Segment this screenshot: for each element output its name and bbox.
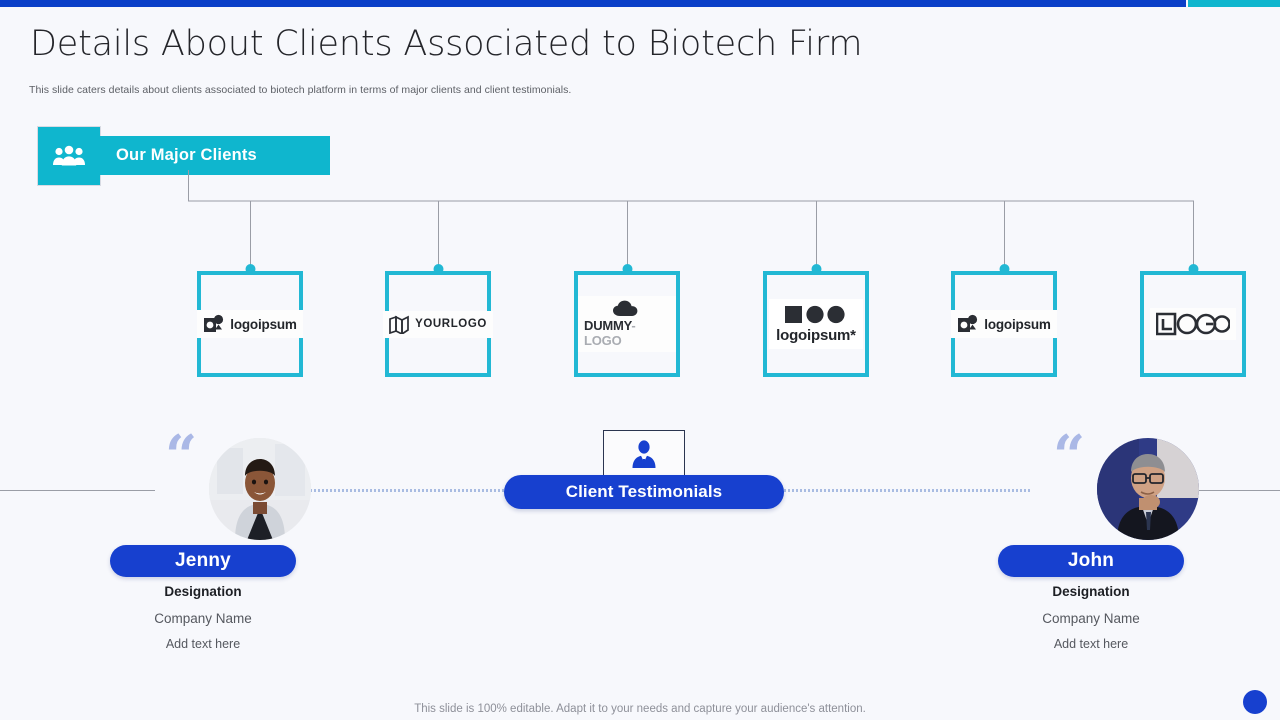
group-people-icon — [53, 145, 85, 166]
square-two-circles-icon — [784, 305, 845, 324]
designation-label: Designation — [1052, 584, 1130, 599]
client-logo-box-2[interactable]: YOURLOGO — [383, 271, 493, 377]
camera-frame-icon — [958, 314, 978, 332]
page-title: Details About Clients Associated to Biot… — [30, 24, 863, 64]
client-logo-6 — [1150, 308, 1236, 340]
client-logo-box-3[interactable]: DUMMY-LOGO — [574, 271, 680, 377]
client-logo-box-5[interactable]: logoipsum — [951, 271, 1057, 377]
company-label: Company Name — [154, 611, 252, 626]
client-logo-5: logoipsum — [951, 310, 1057, 338]
add-text-label: Add text here — [1053, 637, 1129, 651]
corner-accent-dot — [1243, 690, 1267, 714]
client-testimonials-badge[interactable]: Client Testimonials — [504, 475, 784, 509]
client-logo-label-4: logoipsum* — [776, 327, 856, 344]
client-logo-box-6[interactable] — [1140, 271, 1246, 377]
add-text-label: Add text here — [165, 637, 241, 651]
company-label: Company Name — [1042, 611, 1140, 626]
person-suit-icon — [632, 439, 656, 468]
client-logo-label-1: logoipsum — [230, 316, 297, 332]
client-logo-label-2: YOURLOGO — [415, 318, 487, 330]
client-logo-2: YOURLOGO — [383, 310, 493, 338]
quote-mark-icon: “ — [165, 423, 198, 489]
designation-label: Designation — [164, 584, 242, 599]
client-logo-box-1[interactable]: logoipsum — [197, 271, 303, 377]
top-accent-bar-blue — [0, 0, 1186, 7]
top-accent-bar-cyan — [1188, 0, 1280, 7]
quote-mark-icon: “ — [1053, 423, 1086, 489]
dotted-connector-right — [784, 489, 1030, 492]
divider-left — [0, 490, 155, 491]
client-testimonials-icon-box — [603, 430, 685, 477]
name-label: John — [1067, 550, 1115, 571]
woman-smiling-blazer-photo — [209, 438, 311, 540]
divider-right — [1136, 490, 1280, 491]
logo-letterform-icon — [1156, 312, 1230, 336]
client-logo-4: logoipsum* — [769, 299, 863, 349]
major-clients-label: Our Major Clients — [116, 146, 257, 164]
client-testimonials-label: Client Testimonials — [565, 482, 723, 501]
folded-map-icon — [389, 315, 409, 334]
name-badge-jenny[interactable]: Jenny — [110, 545, 296, 577]
dotted-connector-left — [258, 489, 504, 492]
client-logo-3: DUMMY-LOGO — [578, 296, 676, 352]
camera-frame-icon — [204, 314, 224, 332]
avatar — [1097, 438, 1199, 540]
man-glasses-suit-photo — [1097, 438, 1199, 540]
avatar — [209, 438, 311, 540]
major-clients-banner: Our Major Clients — [100, 136, 330, 175]
client-logo-label-3: DUMMY-LOGO — [584, 318, 636, 348]
client-logo-box-4[interactable]: logoipsum* — [763, 271, 869, 377]
name-badge-john[interactable]: John — [998, 545, 1184, 577]
major-clients-icon-box — [37, 126, 101, 186]
page-subtitle: This slide caters details about clients … — [29, 84, 572, 96]
name-label: Jenny — [175, 550, 231, 571]
connector-tree — [188, 170, 1199, 274]
footer-note: This slide is 100% editable. Adapt it to… — [414, 703, 866, 715]
client-logo-1: logoipsum — [197, 310, 303, 338]
client-logo-label-5: logoipsum — [984, 316, 1051, 332]
cloud-icon — [613, 300, 638, 316]
